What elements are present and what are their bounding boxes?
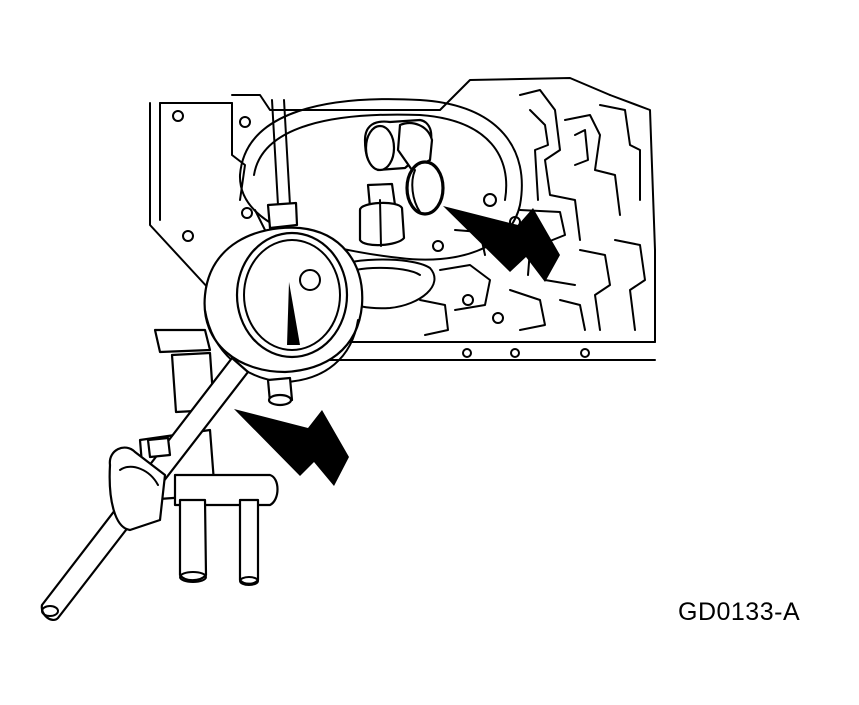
callout-arrow-upper (443, 206, 560, 282)
dial-indicator (203, 226, 364, 407)
support-rod (266, 99, 299, 230)
transmission-case (149, 77, 656, 361)
callout-arrow-lower (234, 409, 349, 486)
figure-reference-code: GD0133-A (678, 598, 801, 626)
arm-clamp (108, 436, 172, 532)
valve-body-passages (419, 89, 646, 336)
servo-piston (358, 118, 445, 247)
